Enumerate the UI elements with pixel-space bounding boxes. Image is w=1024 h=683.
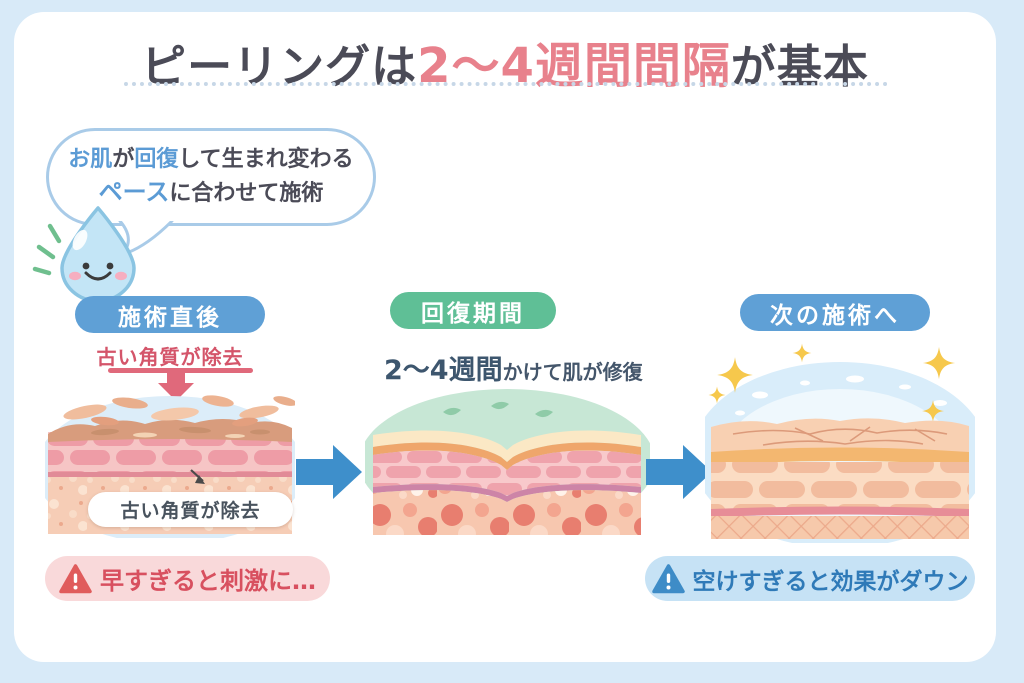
warning-too-soon: 早すぎると刺激に…: [45, 556, 330, 601]
bubble-text: が: [112, 146, 135, 172]
speech-bubble-line2: ペースに合わせて施術: [99, 176, 324, 210]
stage2-caption-strong: 2〜4週間: [384, 355, 503, 386]
warning-icon: [59, 563, 92, 593]
bubble-text: して生まれ変わる: [178, 146, 354, 172]
badge-label: 施術直後: [118, 304, 222, 331]
flow-right-arrow-icon: [296, 445, 362, 499]
bubble-text: に合わせて施術: [169, 180, 324, 206]
down-arrow-icon: [158, 373, 194, 401]
content-card: ピーリングは 2〜4週間間隔 が基本 お肌が回復して生まれ変わる ペースに合わせ…: [14, 12, 996, 662]
stage-badge-next-treatment: 次の施術へ: [740, 294, 930, 331]
stage2-caption-rest: かけて肌が修復: [502, 360, 643, 384]
stage-badge-immediately-after: 施術直後: [75, 296, 265, 333]
dotted-divider: [124, 82, 888, 86]
sparkle-lines-icon: [32, 223, 62, 276]
badge-label: 回復期間: [421, 300, 525, 327]
warning-icon: [651, 563, 685, 593]
badge-label: 次の施術へ: [770, 302, 900, 329]
stage1-diagram-label: 古い角質が除去: [88, 492, 293, 527]
warning-text: 早すぎると刺激に…: [100, 567, 316, 595]
skin-surface-lines: [732, 426, 948, 446]
glow-specks: [735, 375, 947, 416]
bubble-text: お肌: [68, 146, 113, 172]
flow-right-arrow-icon: [646, 445, 712, 499]
speech-bubble-line1: お肌が回復して生まれ変わる: [68, 145, 353, 176]
stage1-caption-underline: [108, 368, 253, 373]
stage1-caption: 古い角質が除去: [96, 345, 244, 369]
warning-text: 空けすぎると効果がダウン: [692, 568, 969, 595]
skin-diagram-recovery: [365, 389, 650, 535]
sparkle-star-icons: [708, 343, 956, 423]
stage2-caption: 2〜4週間かけて肌が修復: [384, 348, 664, 387]
skin-diagram-healthy: [705, 343, 975, 543]
bubble-text: 回復: [134, 146, 179, 172]
warning-too-long: 空けすぎると効果がダウン: [645, 556, 975, 601]
stage-badge-recovery-period: 回復期間: [390, 292, 556, 329]
bubble-text: ペース: [98, 177, 170, 206]
